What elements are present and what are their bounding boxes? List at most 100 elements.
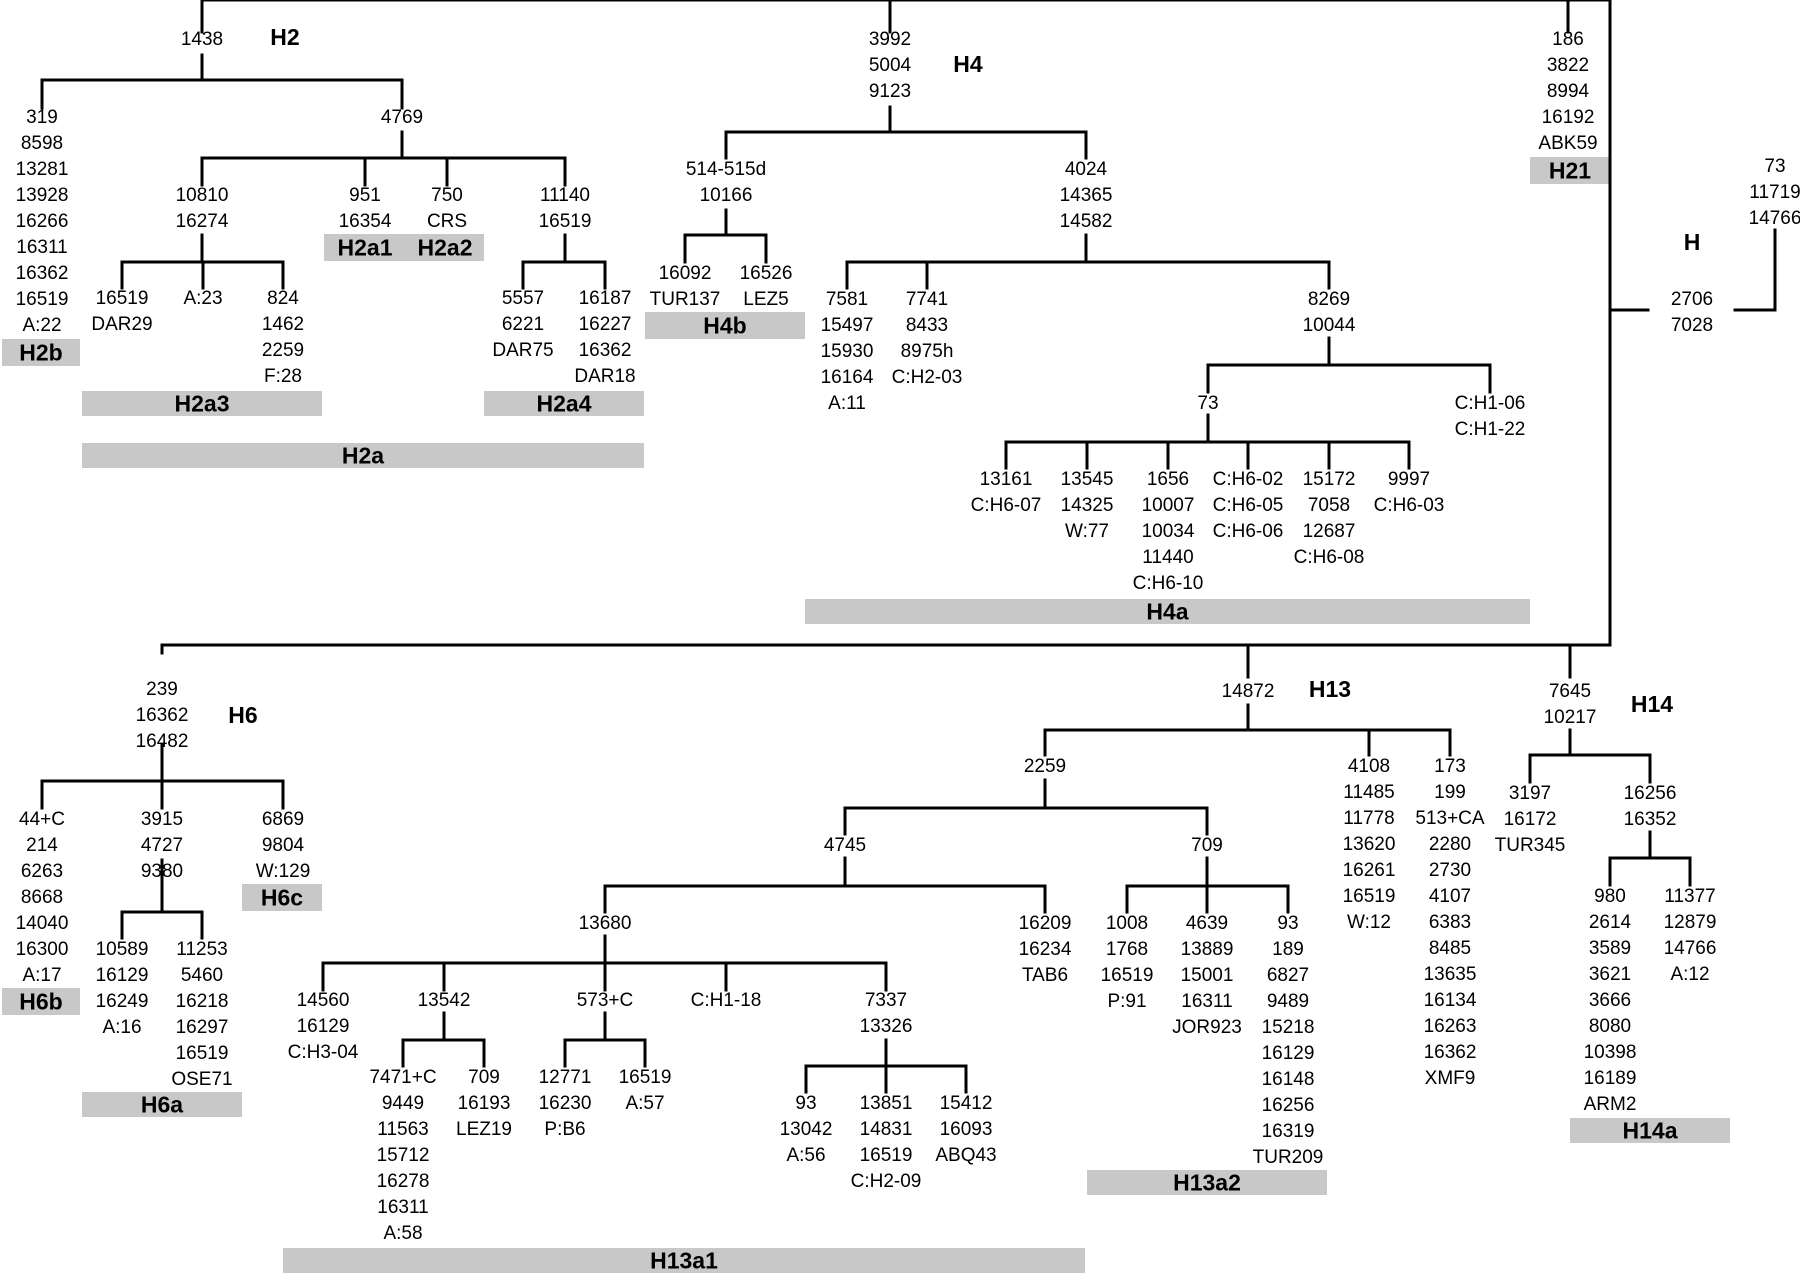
mutation-label: 10398: [1584, 1042, 1637, 1063]
clade-bar-H2a3: [82, 391, 322, 416]
mutation-label: 7337: [865, 990, 907, 1011]
mutation-label: 4639: [1186, 913, 1228, 934]
backbone-top: [200, 0, 1612, 312]
mutation-label: 16093: [940, 1119, 993, 1140]
clade-label-H: H: [1684, 229, 1701, 255]
mutation-label: 6827: [1267, 965, 1309, 986]
mutation-label: 5004: [869, 55, 912, 76]
mutation-label: 16362: [16, 263, 69, 284]
mutation-label: C:H3-04: [288, 1042, 359, 1063]
mutation-label: 13889: [1181, 939, 1234, 960]
tree-branches: [40, 0, 1777, 1094]
clade-label-H2b: H2b: [19, 340, 62, 366]
clade-label-H2a2: H2a2: [418, 235, 473, 261]
mutation-list-h13_709: 709: [1191, 835, 1223, 856]
mutation-label: 15412: [940, 1093, 993, 1114]
mutation-label: 13851: [860, 1093, 913, 1114]
mutation-label: A:56: [786, 1145, 825, 1166]
mutation-label: 11719: [1749, 182, 1800, 203]
mutation-label: 7581: [826, 289, 868, 310]
mutation-label: 16261: [1343, 860, 1396, 881]
clade-label-H6a: H6a: [141, 1092, 183, 1118]
mutation-label: 3621: [1589, 964, 1631, 985]
mutation-label: 4727: [141, 835, 183, 856]
mutation-label: 11253: [176, 939, 227, 960]
mutation-label: 8994: [1547, 81, 1590, 102]
mutation-label: LEZ19: [456, 1119, 512, 1140]
mutation-label: 11440: [1142, 547, 1193, 568]
mutation-label: 8668: [21, 887, 63, 908]
mutation-label: 16362: [1424, 1042, 1477, 1063]
mutation-label: 10810: [176, 185, 229, 206]
mutation-label: 514-515d: [686, 159, 766, 180]
mutation-list-h13_4745: 4745: [824, 835, 866, 856]
mutation-label: 13542: [418, 990, 471, 1011]
clade-bar-H2b: [2, 339, 80, 366]
mutation-label: 13635: [1424, 964, 1477, 985]
mutation-label: 14766: [1749, 208, 1800, 229]
mutation-label: 2259: [262, 340, 304, 361]
mutation-label: TUR137: [650, 289, 721, 310]
mutation-label: 5557: [502, 288, 544, 309]
mutation-label: 16274: [176, 211, 229, 232]
mutation-label: 8433: [906, 315, 948, 336]
mutation-label: 16519: [539, 211, 592, 232]
mutation-label: 7645: [1549, 681, 1591, 702]
clade-bar-H21: [1530, 157, 1610, 184]
mutation-label: 951: [349, 185, 381, 206]
mutation-label: 319: [26, 107, 58, 128]
mutation-label: 16519: [176, 1043, 229, 1064]
mutation-label: 16354: [339, 211, 392, 232]
mutation-label: 16256: [1624, 783, 1677, 804]
mutation-label: F:28: [264, 366, 302, 387]
mutation-label: 16297: [176, 1017, 229, 1038]
mutation-label: 10589: [96, 939, 149, 960]
mutation-label: 1462: [262, 314, 304, 335]
mutation-label: 2730: [1429, 860, 1471, 881]
mutation-label: 11140: [540, 185, 590, 206]
mutation-label: 14831: [860, 1119, 913, 1140]
outgroup-link: [1733, 228, 1777, 312]
mutation-label: 13281: [16, 159, 69, 180]
clade-bar-H4b: [645, 312, 805, 339]
mutation-label: DAR29: [91, 314, 152, 335]
mutation-label: 16266: [16, 211, 69, 232]
mutation-list-h2a3_base: 10810 16274: [176, 185, 229, 232]
mutation-label: 14560: [297, 990, 350, 1011]
clade-label-H2a: H2a: [342, 443, 384, 469]
mutation-label: 16230: [539, 1093, 592, 1114]
mutation-label: W:129: [256, 861, 311, 882]
mutation-label: 4108: [1348, 756, 1390, 777]
mutation-label: 709: [1191, 835, 1223, 856]
mutation-label: W:77: [1065, 521, 1109, 542]
mutation-label: 980: [1594, 886, 1626, 907]
mutation-label: 13326: [860, 1016, 913, 1037]
mutation-label: 3915: [141, 809, 183, 830]
mutation-list-h13_573: 573+C: [577, 990, 634, 1011]
mutation-list-h13_13680: 13680: [579, 913, 632, 934]
mutation-label: 93: [795, 1093, 816, 1114]
mutation-label: 2259: [1024, 756, 1066, 777]
mutation-label: 16148: [1262, 1069, 1315, 1090]
clade-label-H2a4: H2a4: [537, 391, 592, 417]
clade-bar-H6a: [82, 1092, 242, 1117]
mutation-label: 16311: [16, 237, 67, 258]
